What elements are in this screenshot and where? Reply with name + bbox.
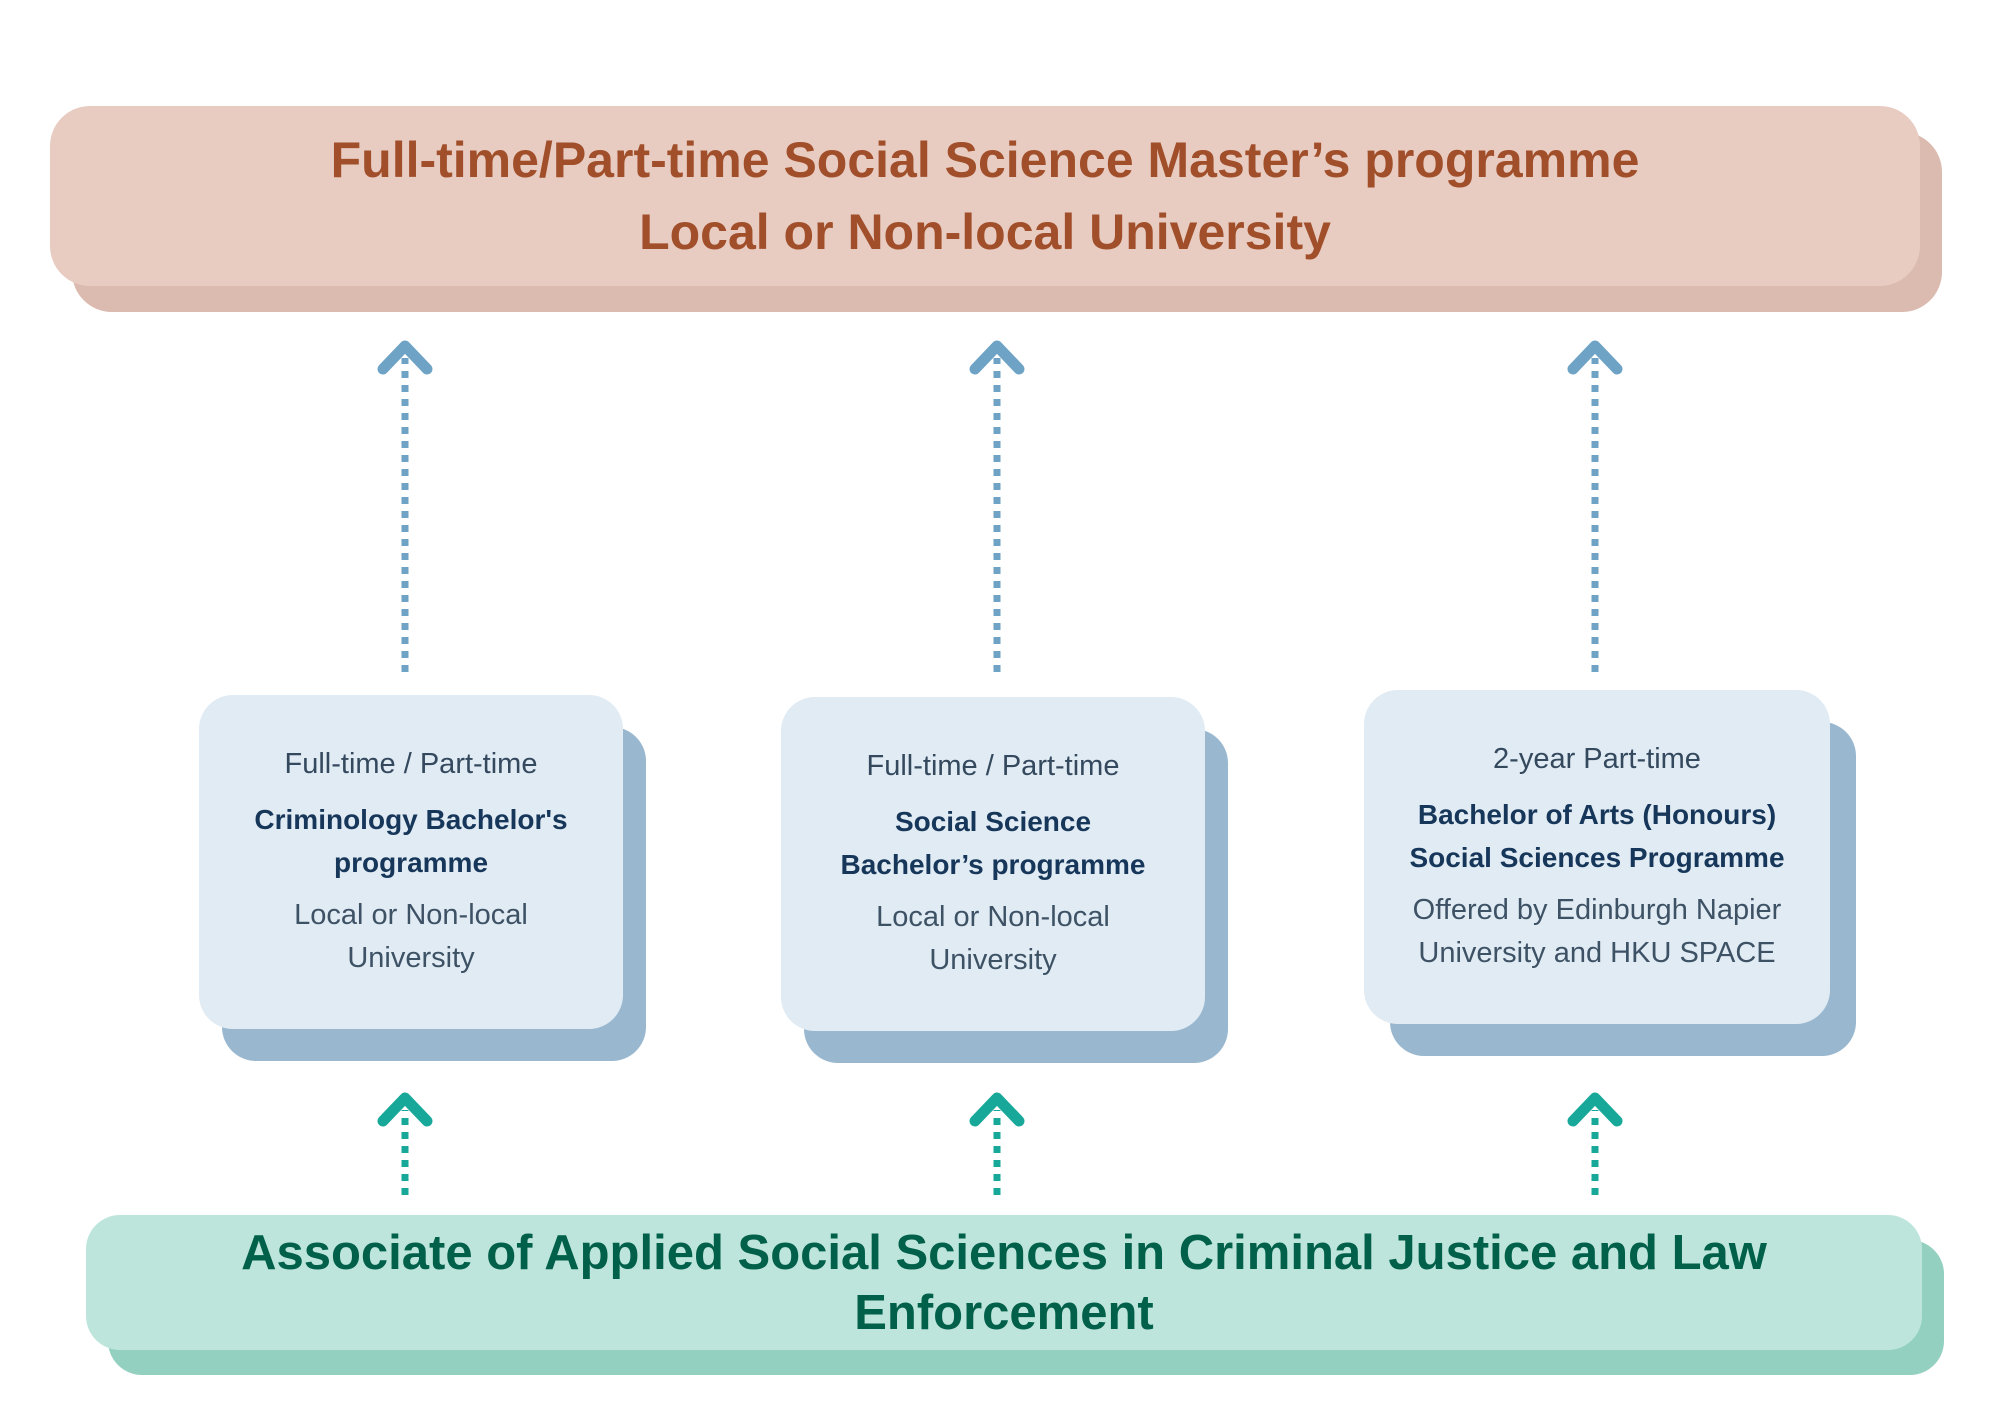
programme-card-criminology: Full-time / Part-time Criminology Bachel… (199, 695, 623, 1029)
card-where-line-1: Local or Non-local (876, 901, 1110, 933)
card-where-line-2: University (929, 944, 1057, 976)
arrow-card2-to-master (969, 340, 1025, 672)
card-title-line-2: Bachelor’s programme (840, 849, 1146, 880)
card-where-line-2: University (347, 942, 475, 974)
card-title-line-1: Social Science (894, 806, 1092, 837)
card-title-line-2: programme (333, 847, 489, 878)
card-title-line-1: Criminology Bachelor's (254, 804, 568, 835)
programme-card-ba-honours: 2-year Part-time Bachelor of Arts (Honou… (1364, 690, 1830, 1024)
master-programme-box: Full-time/Part-time Social Science Maste… (50, 106, 1920, 286)
associate-title: Associate of Applied Social Sciences in … (241, 1225, 1767, 1340)
card-where-line-1: Local or Non-local (294, 899, 528, 931)
arrow-associate-to-card3 (1567, 1092, 1623, 1195)
master-title-line-1: Full-time/Part-time Social Science Maste… (330, 132, 1640, 188)
card-where-line-2: University and HKU SPACE (1418, 937, 1776, 969)
card-mode: Full-time / Part-time (866, 750, 1120, 782)
associate-programme-box: Associate of Applied Social Sciences in … (86, 1215, 1922, 1350)
arrow-card3-to-master (1567, 340, 1623, 672)
arrow-associate-to-card1 (377, 1092, 433, 1195)
card-title-line-2: Social Sciences Programme (1409, 842, 1785, 873)
programme-card-social-science: Full-time / Part-time Social Science Bac… (781, 697, 1205, 1031)
card-title-line-1: Bachelor of Arts (Honours) (1417, 799, 1777, 830)
card-where-line-1: Offered by Edinburgh Napier (1412, 894, 1782, 926)
arrow-associate-to-card2 (969, 1092, 1025, 1195)
card-mode: Full-time / Part-time (284, 748, 538, 780)
card-mode: 2-year Part-time (1493, 743, 1701, 775)
arrow-card1-to-master (377, 340, 433, 672)
master-title-line-2: Local or Non-local University (639, 204, 1331, 260)
